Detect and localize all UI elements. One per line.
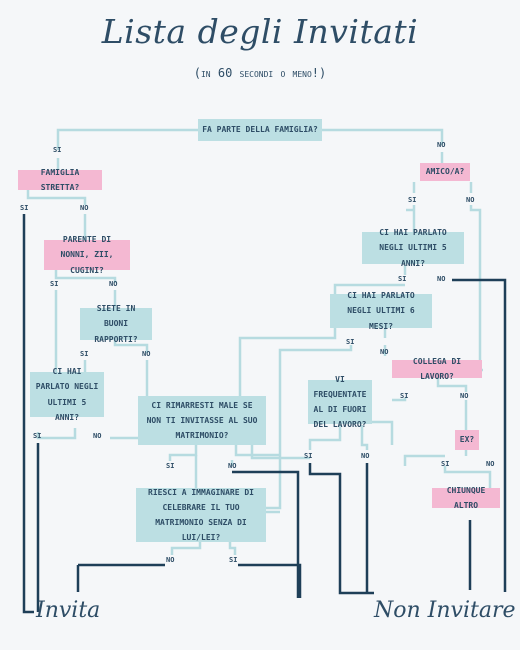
answer-yes: SI [20, 204, 29, 212]
answer-no: NO [228, 462, 237, 470]
node-parlato5b: Ci hai parlato negli ultimi 5 anni? [30, 367, 104, 422]
answer-no: NO [109, 280, 118, 288]
outcome-invite: Invita [36, 598, 101, 623]
page-title: Lista degli Invitati [101, 12, 419, 51]
answer-yes: SI [166, 462, 175, 470]
node-ex: Ex? [455, 430, 479, 450]
answer-yes: SI [53, 146, 62, 154]
node-parlato5a: Ci hai parlato negli ultimi 5 anni? [362, 228, 464, 268]
answer-yes: SI [408, 196, 417, 204]
answer-no: NO [460, 392, 469, 400]
answer-yes: SI [346, 338, 355, 346]
answer-no: NO [437, 141, 446, 149]
node-rapporti: Siete in buoni rapporti? [80, 304, 152, 344]
page-subtitle: (in 60 secondi o meno!) [193, 66, 327, 80]
node-rimarresti: Ci rimarresti male se non ti invitasse a… [138, 396, 266, 445]
node-famiglia: Fa parte della famiglia? [198, 119, 322, 141]
node-immaginare: Riesci a immaginare di celebrare il tuo … [136, 488, 266, 542]
answer-yes: SI [304, 452, 313, 460]
answer-no: NO [166, 556, 175, 564]
answer-yes: SI [441, 460, 450, 468]
answer-yes: SI [80, 350, 89, 358]
outcome-dont-invite: Non Invitare [374, 598, 516, 623]
answer-no: NO [437, 275, 446, 283]
answer-yes: SI [400, 392, 409, 400]
node-parlato6m: Ci hai parlato negli ultimi 6 mesi? [330, 291, 432, 331]
node-stretta: Famiglia stretta? [18, 168, 102, 192]
node-chiunque: Chiunque altro [432, 486, 500, 510]
answer-no: NO [380, 348, 389, 356]
answer-no: NO [80, 204, 89, 212]
node-frequentate: Vi frequentate al di fuori del lavoro? [308, 375, 372, 429]
answer-yes: SI [398, 275, 407, 283]
answer-no: NO [361, 452, 370, 460]
answer-no: NO [486, 460, 495, 468]
answer-no: NO [93, 432, 102, 440]
answer-no: NO [142, 350, 151, 358]
answer-yes: SI [33, 432, 42, 440]
node-parente: Parente di nonni, zii, cugini? [44, 235, 130, 275]
answer-yes: SI [50, 280, 59, 288]
node-amico: Amico/a? [420, 163, 470, 181]
answer-no: NO [466, 196, 475, 204]
node-collega: Collega di lavoro? [392, 357, 482, 381]
answer-yes: SI [229, 556, 238, 564]
